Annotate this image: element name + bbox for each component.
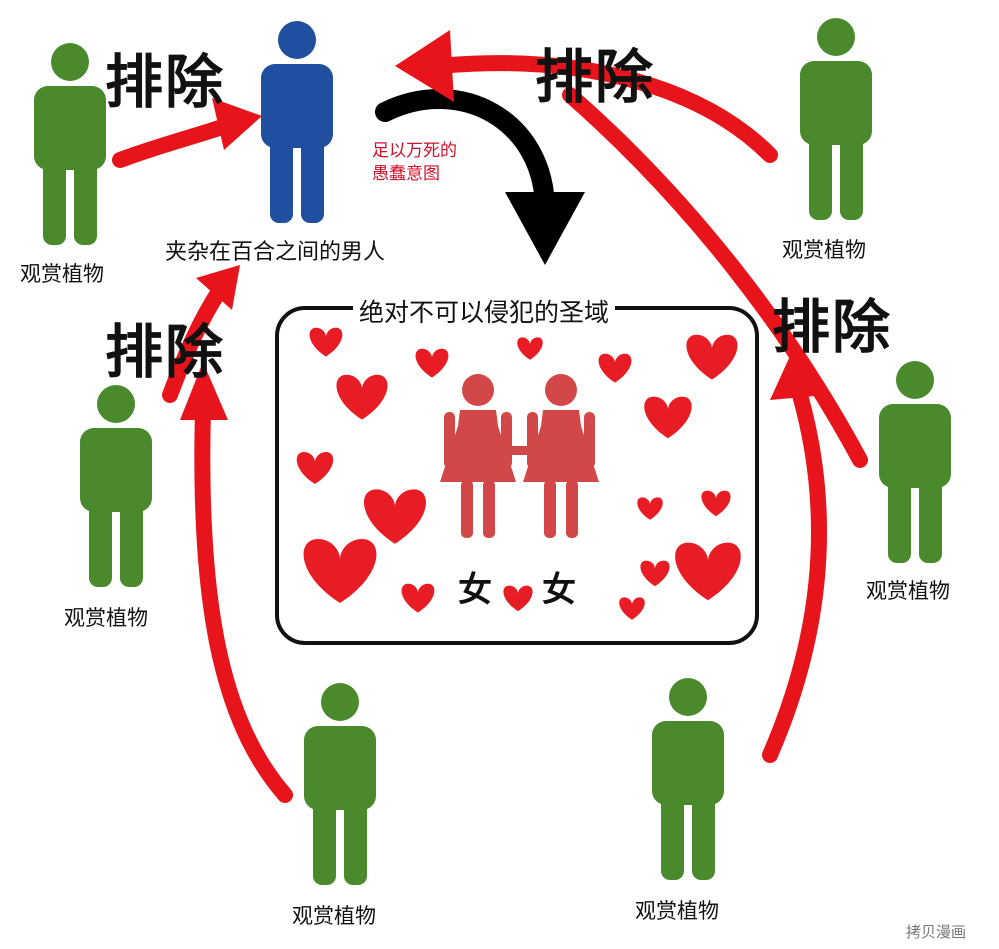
plant-label-bottom-left: 观赏植物 bbox=[292, 904, 376, 928]
intent-line-2: 愚蠢意图 bbox=[372, 164, 440, 184]
green-person-icon bbox=[652, 678, 724, 880]
exclude-text-mid-left: 排除 bbox=[105, 318, 226, 386]
red-arrowheads bbox=[180, 30, 826, 420]
intent-line-1: 足以万死的 bbox=[372, 141, 457, 161]
sanctuary-title: 绝对不可以侵犯的圣域 bbox=[353, 293, 616, 329]
man-label: 夹杂在百合之间的男人 bbox=[165, 240, 386, 265]
green-person-icon bbox=[34, 43, 106, 245]
plant-label-top-left: 观赏植物 bbox=[20, 262, 104, 286]
plant-label-top-right: 观赏植物 bbox=[782, 238, 866, 262]
watermark: 拷贝漫画 bbox=[906, 923, 967, 941]
blue-man-icon bbox=[261, 21, 333, 223]
girl-label-right: 女 bbox=[542, 570, 576, 610]
green-person-icon bbox=[80, 385, 152, 587]
plant-label-mid-left: 观赏植物 bbox=[64, 606, 148, 630]
plant-label-mid-right: 观赏植物 bbox=[866, 579, 950, 603]
red-arrows bbox=[112, 55, 868, 803]
red-women-couple-icon bbox=[440, 374, 599, 538]
black-curved-arrow bbox=[375, 89, 585, 265]
green-person-icon bbox=[304, 683, 376, 885]
exclude-text-top-right: 排除 bbox=[535, 43, 656, 111]
green-person-icon bbox=[879, 361, 951, 563]
intent-note: 足以万死的 愚蠢意图 bbox=[372, 140, 482, 186]
plant-label-bottom-right: 观赏植物 bbox=[635, 899, 719, 923]
exclude-text-top-left: 排除 bbox=[105, 48, 226, 116]
girl-label-left: 女 bbox=[458, 570, 492, 610]
exclude-text-mid-right: 排除 bbox=[772, 293, 893, 361]
green-person-icon bbox=[800, 18, 872, 220]
